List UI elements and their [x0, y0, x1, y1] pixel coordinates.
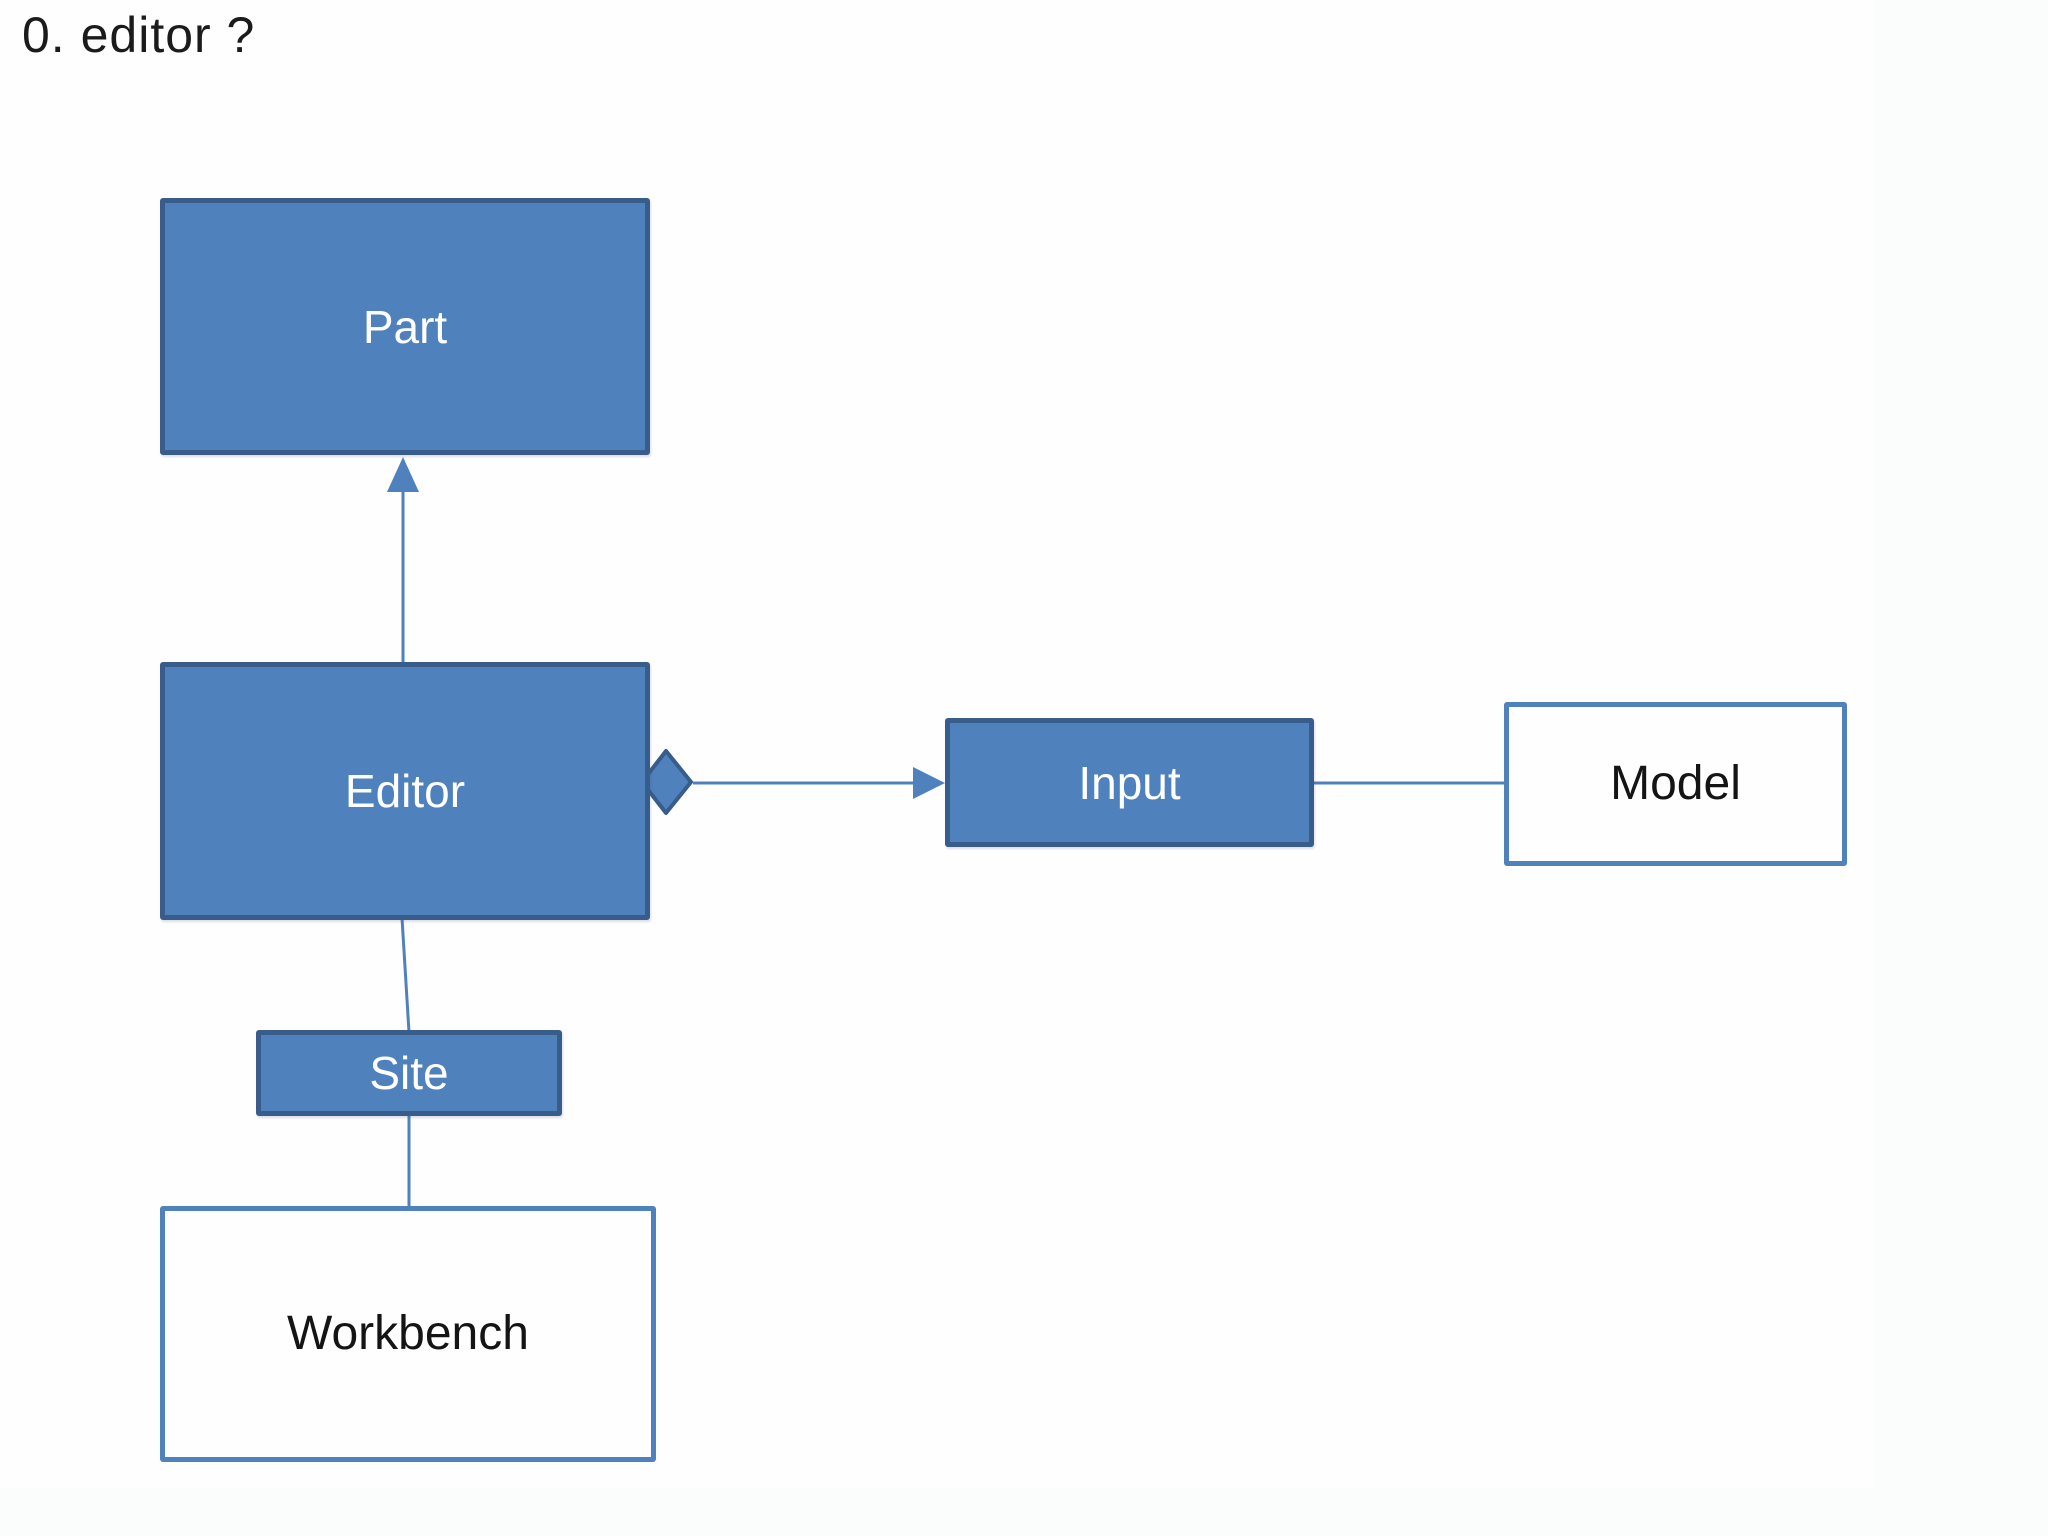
page-title: 0. editor ? [22, 7, 256, 63]
model-node-label: Model [1610, 757, 1741, 810]
part-node-label: Part [362, 300, 448, 353]
site-node: Site [256, 1030, 562, 1116]
input-node: Input [945, 718, 1314, 847]
part-node: Part [160, 198, 650, 455]
input-node-label: Input [1078, 756, 1181, 809]
model-node: Model [1504, 702, 1847, 866]
site-node-label: Site [369, 1047, 449, 1099]
workbench-node: Workbench [160, 1206, 656, 1462]
editor-node: Editor [160, 662, 650, 920]
editor-node-label: Editor [344, 765, 466, 817]
workbench-node-label: Workbench [287, 1307, 529, 1360]
